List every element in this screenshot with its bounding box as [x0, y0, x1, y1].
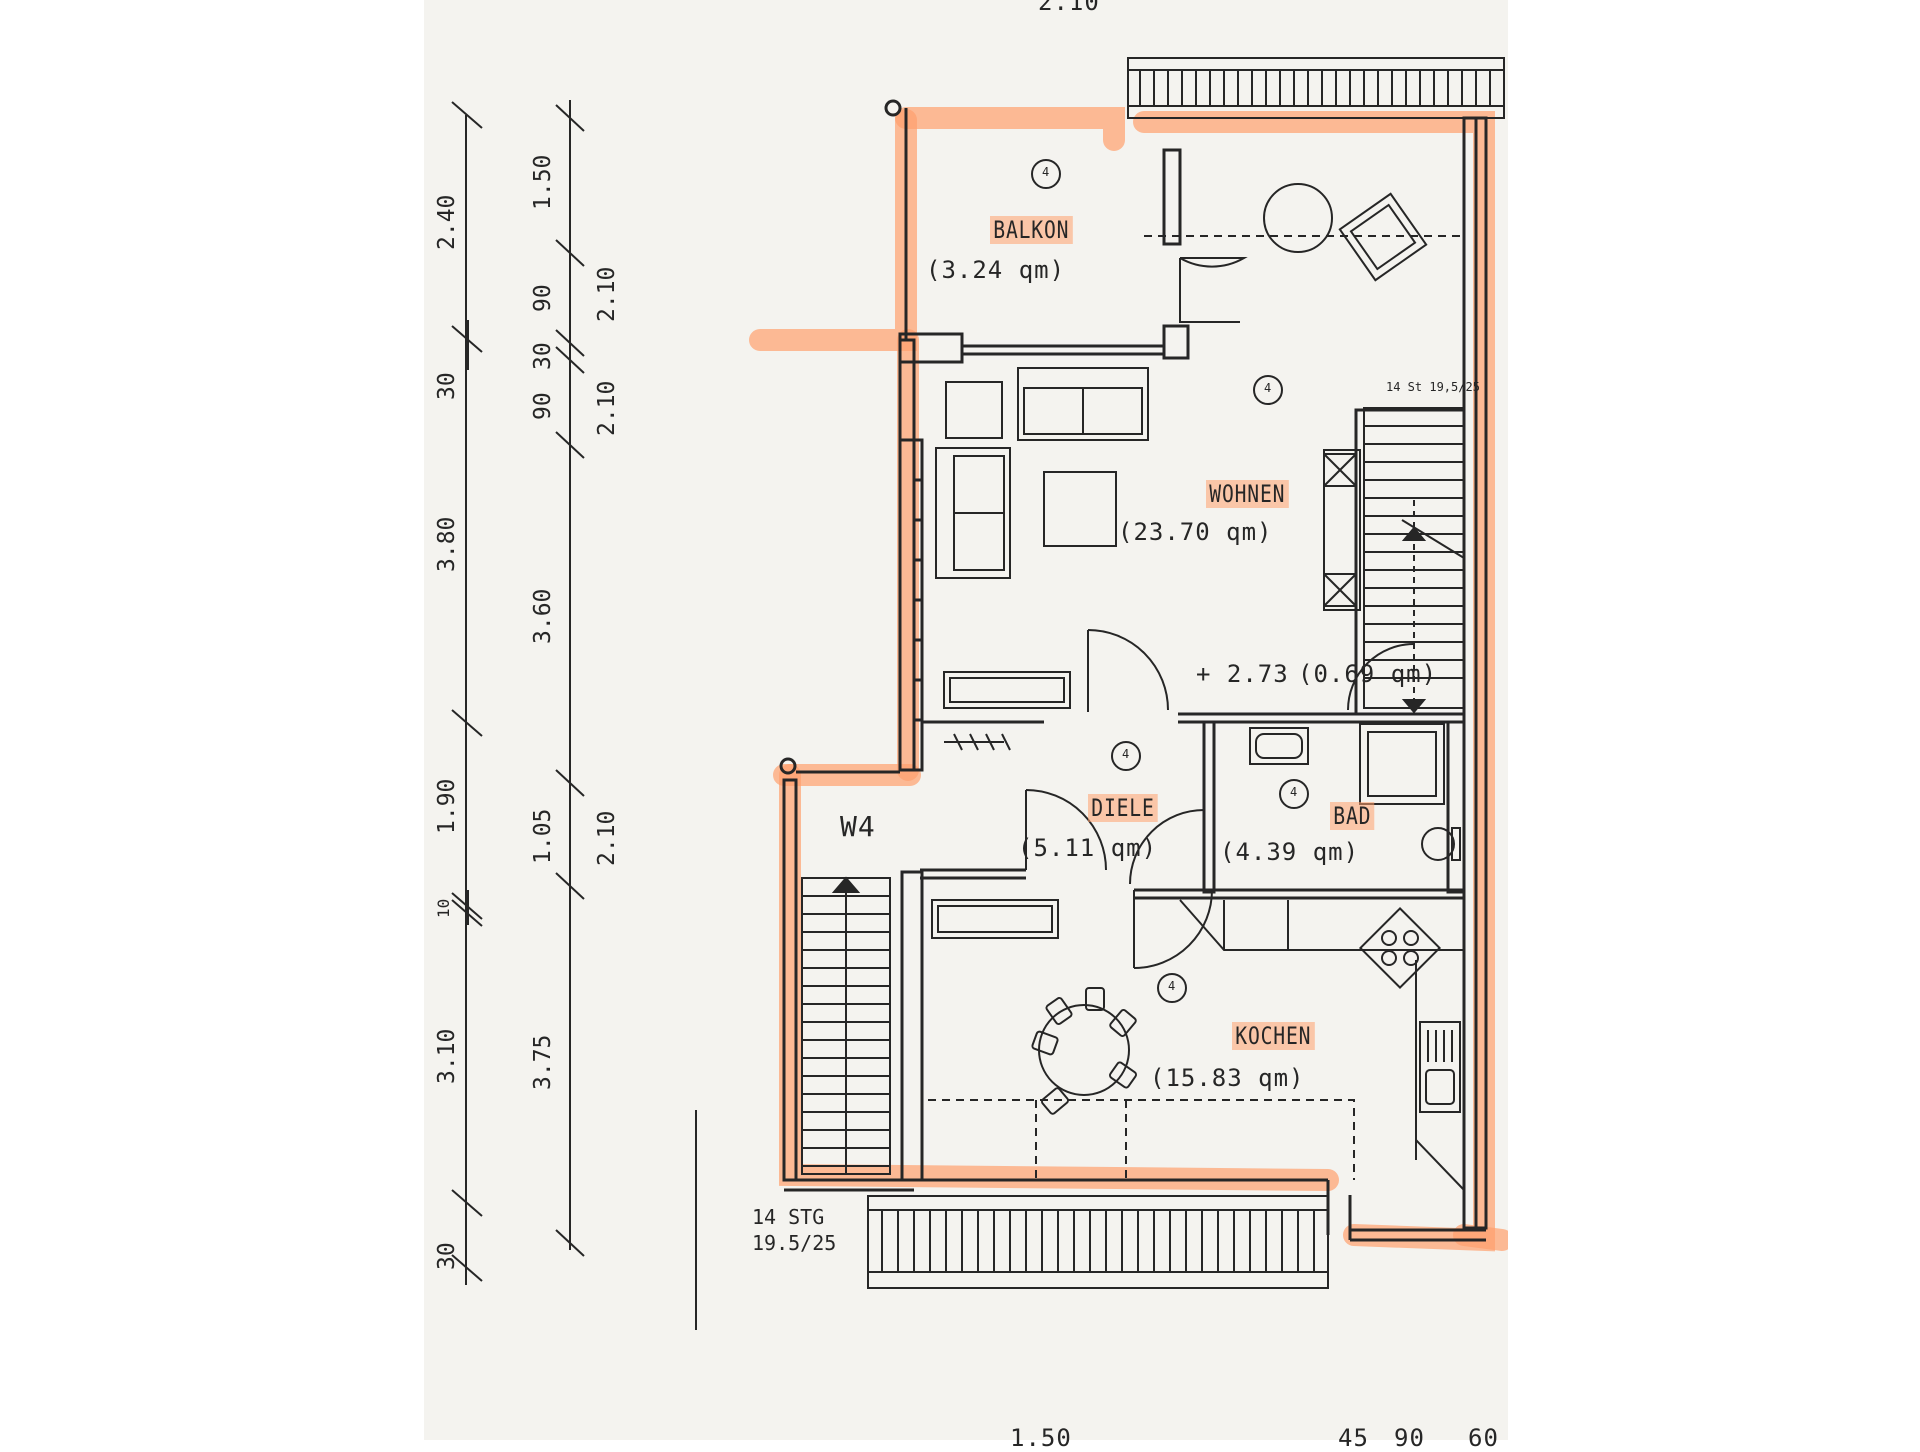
window-tag: W4: [840, 810, 876, 843]
stair-note-small: 14 St 19,5/25: [1386, 380, 1480, 394]
room-area-bad: (4.39 qm): [1220, 838, 1360, 866]
staircase-left: [801, 876, 891, 1175]
opening-height-label: 2.10: [594, 380, 620, 436]
floor-plan-drawing: [451, 57, 1508, 1330]
bottom-dimension-label: 1.50: [1010, 1424, 1072, 1452]
floor-plan-sheet: 2.10 4 4 4 4 4 BALKON (3.24 qm) WOHNEN (…: [424, 0, 1508, 1452]
top-dimension-label: 2.10: [1038, 0, 1100, 16]
room-area-storage: (0.69 qm): [1298, 660, 1438, 688]
dimension-chain-inner: [555, 100, 585, 1257]
dimension-label: 3.80: [434, 516, 460, 572]
stair-note-line2: 19.5/25: [752, 1231, 837, 1255]
socket-symbol-number: 4: [1122, 747, 1130, 761]
bathroom-fixtures: [1249, 723, 1461, 861]
interior-walls: [898, 148, 1466, 1182]
opening-height-label: 2.10: [594, 810, 620, 866]
dimension-label: 3.10: [434, 1028, 460, 1084]
room-name-balkon: BALKON: [990, 216, 1073, 244]
socket-symbol-number: 4: [1290, 785, 1298, 799]
opening-height-label: 2.10: [594, 266, 620, 322]
dimension-label: 2.40: [434, 194, 460, 250]
room-name-bad: BAD: [1330, 802, 1375, 830]
living-furniture: [931, 183, 1464, 939]
balcony-railing: [1127, 57, 1505, 119]
bottom-dimension-label: 45: [1338, 1424, 1369, 1452]
bottom-dimension-label: 60: [1468, 1424, 1499, 1452]
bottom-dimension-label: 90: [1394, 1424, 1425, 1452]
bottom-railing: [867, 1195, 1329, 1289]
socket-symbol-number: 4: [1168, 979, 1176, 993]
dimension-label: 30: [530, 342, 556, 370]
room-area-kochen: (15.83 qm): [1150, 1064, 1305, 1092]
dimension-label: 10: [434, 898, 453, 918]
socket-symbol-number: 4: [1042, 165, 1050, 179]
doors: [1025, 257, 1415, 969]
electrical-symbols: [1031, 159, 1309, 1003]
room-name-kochen: KOCHEN: [1232, 1022, 1315, 1050]
dimension-label: 30: [434, 1242, 460, 1270]
dimension-label: 1.05: [530, 808, 556, 864]
dimension-label: 90: [530, 284, 556, 312]
dimension-label: 3.75: [530, 1034, 556, 1090]
dimension-label: 30: [434, 372, 460, 400]
level-mark: + 2.73: [1196, 660, 1289, 688]
room-name-diele: DIELE: [1088, 794, 1158, 822]
socket-symbol-number: 4: [1264, 381, 1272, 395]
kitchen-furniture: [928, 899, 1465, 1191]
dimension-label: 90: [530, 392, 556, 420]
dimension-chain-outer: [451, 101, 483, 1285]
wall-highlights: [749, 107, 1508, 1252]
dimension-label: 1.50: [530, 154, 556, 210]
dimension-label: 3.60: [530, 588, 556, 644]
room-area-balkon: (3.24 qm): [926, 256, 1066, 284]
room-area-wohnen: (23.70 qm): [1118, 518, 1273, 546]
dimension-label: 1.90: [434, 778, 460, 834]
room-name-wohnen: WOHNEN: [1206, 480, 1289, 508]
staircase-right: [1363, 407, 1465, 714]
room-area-diele: (5.11 qm): [1018, 834, 1158, 862]
stair-note-line1: 14 STG: [752, 1205, 825, 1229]
